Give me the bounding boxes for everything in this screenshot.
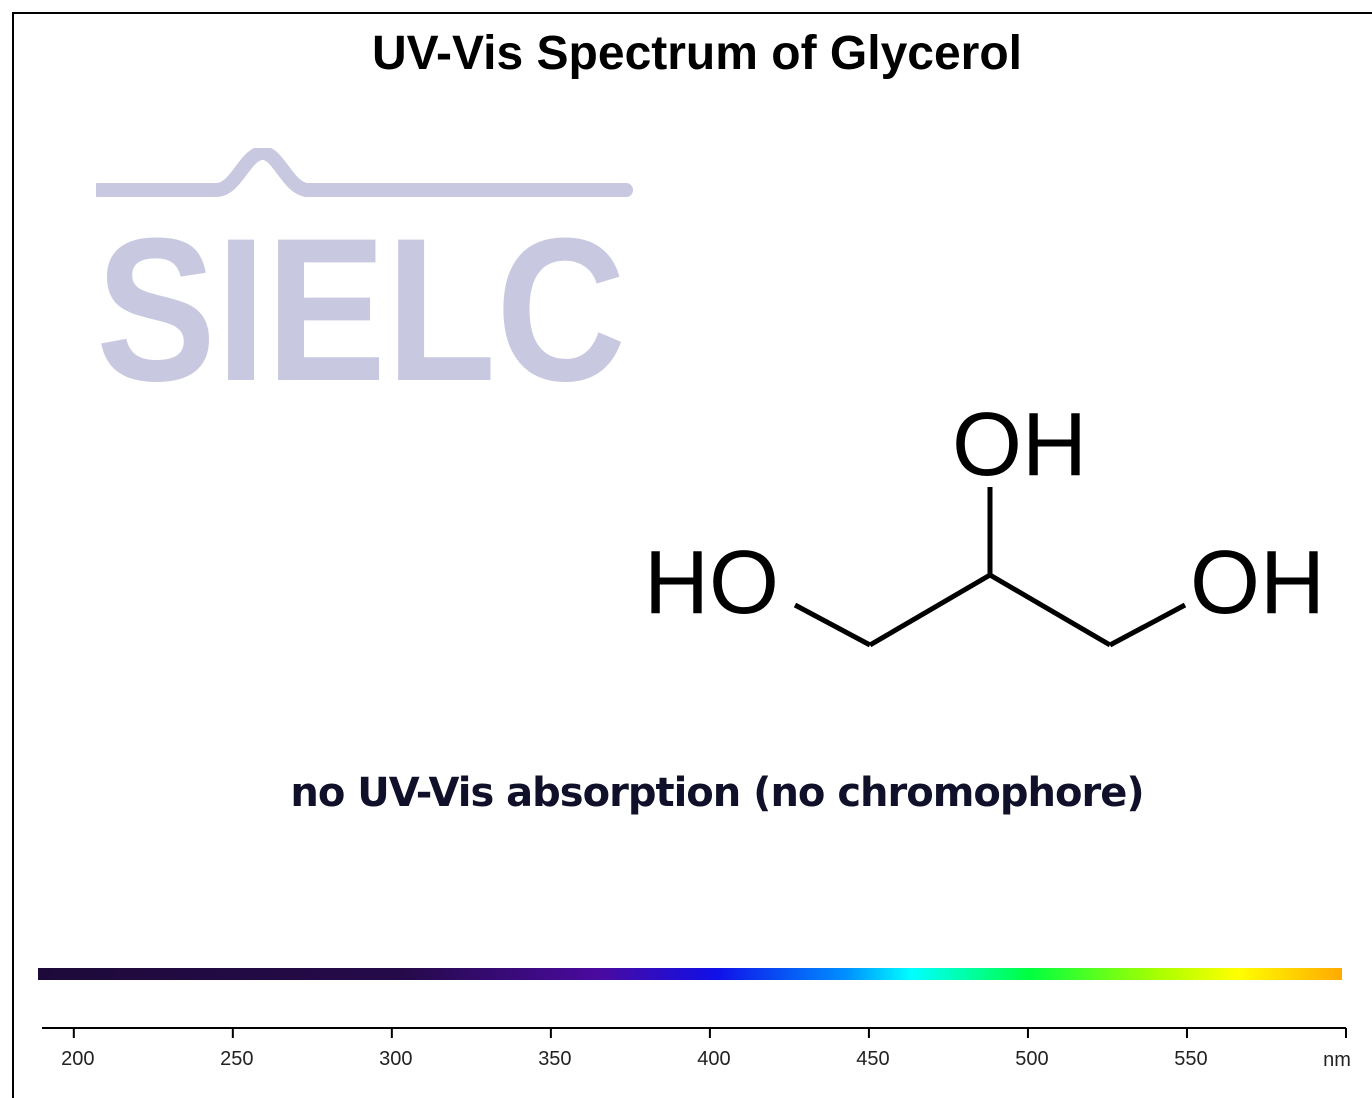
bond-c1-c2: [868, 572, 992, 648]
x-tick-label: 550: [1174, 1048, 1207, 1070]
x-tick-label: 400: [697, 1048, 730, 1070]
ho-left-label: HO: [644, 533, 779, 633]
bond-c3-o3: [1108, 602, 1187, 648]
logo-swoosh: [96, 148, 633, 197]
oh-top-label: OH: [952, 395, 1087, 495]
frame-left-border: [12, 12, 14, 1098]
x-tick-label: 200: [61, 1048, 94, 1070]
bond-c2-c3: [988, 572, 1112, 648]
x-tick-label: 300: [379, 1048, 412, 1070]
x-tick-label: 250: [220, 1048, 253, 1070]
glycerol-structure: OH HO OH: [644, 395, 1325, 648]
x-tick-label: 500: [1015, 1048, 1048, 1070]
x-tick-label: 450: [856, 1048, 889, 1070]
x-axis-unit-label: nm: [1323, 1049, 1351, 1071]
frame-top-border: [12, 12, 1372, 14]
x-axis: 200 250 300 350 400 450 500 550 nm: [42, 1027, 1351, 1071]
spectrum-color-bar: [38, 968, 1342, 980]
logo-text: SIELC: [96, 196, 626, 388]
sielc-logo: SIELC: [96, 148, 633, 388]
oh-right-label: OH: [1190, 533, 1325, 633]
x-tick-label: 350: [538, 1048, 571, 1070]
no-absorption-note: no UV-Vis absorption (no chromophore): [290, 770, 1144, 816]
chart-title: UV-Vis Spectrum of Glycerol: [372, 27, 1022, 80]
bond-o1-c1: [793, 602, 872, 648]
